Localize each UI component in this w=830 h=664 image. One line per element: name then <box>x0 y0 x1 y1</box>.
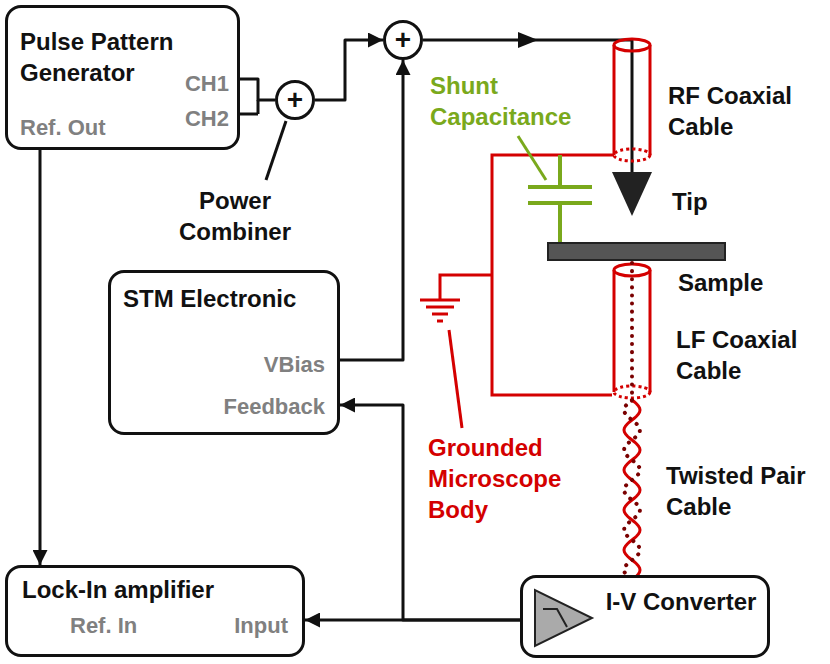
port-label: Input <box>234 610 288 641</box>
port-label: Ref. Out <box>20 112 106 143</box>
ch2-wire <box>257 100 260 114</box>
node-label: + <box>386 23 420 57</box>
signal-wire <box>340 60 403 360</box>
amplifier-symbol <box>535 590 592 646</box>
twisted-pair-wire <box>624 400 640 576</box>
port-label: CH2 <box>185 103 229 134</box>
port-label: Ref. In <box>70 610 137 641</box>
part-label: LF Coaxial Cable <box>676 324 826 386</box>
component-label: Shunt Capacitance <box>430 70 580 132</box>
signal-wire <box>240 79 275 100</box>
stm-tip <box>612 172 652 216</box>
ch2-wire <box>240 113 258 116</box>
microscope-body <box>420 155 614 428</box>
node-label: Lock-In amplifier <box>22 574 292 605</box>
converter-box: I-V Converter <box>520 575 770 658</box>
signal-wire <box>315 40 383 100</box>
sample <box>548 243 725 260</box>
generator-box: Pulse Pattern GeneratorCH1CH2 Ref. Out <box>5 5 240 150</box>
port-label: CH1 <box>185 68 229 99</box>
port-label: VBias <box>264 349 325 380</box>
combiner-circle: +Power Combiner <box>275 80 315 120</box>
node-caption: Power Combiner <box>160 185 310 247</box>
twisted-pair-wire <box>624 400 640 576</box>
signal-arrowhead <box>518 32 538 48</box>
node-label: STM Electronic <box>123 283 328 314</box>
part-label: Grounded Microscope Body <box>428 432 578 525</box>
stm-electronics-box: STM ElectronicVBiasFeedback <box>108 270 340 435</box>
part-label: RF Coaxial Cable <box>668 80 823 142</box>
port-label: Feedback <box>224 391 326 422</box>
node-label: + <box>278 83 312 117</box>
part-label: Twisted Pair Cable <box>666 460 824 522</box>
leader-line <box>266 121 286 180</box>
shunt-capacitor <box>518 136 592 243</box>
combiner-circle: + <box>383 20 423 60</box>
node-label: I-V Converter <box>601 586 761 617</box>
lock-in-box: Lock-In amplifierRef. In Input <box>5 565 305 657</box>
part-label: Tip <box>672 186 752 217</box>
node-label: Pulse Pattern Generator <box>20 26 210 88</box>
signal-wire <box>39 150 42 565</box>
rf-coaxial-cable <box>614 39 650 161</box>
filter-symbol <box>543 609 567 627</box>
signal-conductor <box>630 263 634 402</box>
part-label: Sample <box>678 267 798 298</box>
